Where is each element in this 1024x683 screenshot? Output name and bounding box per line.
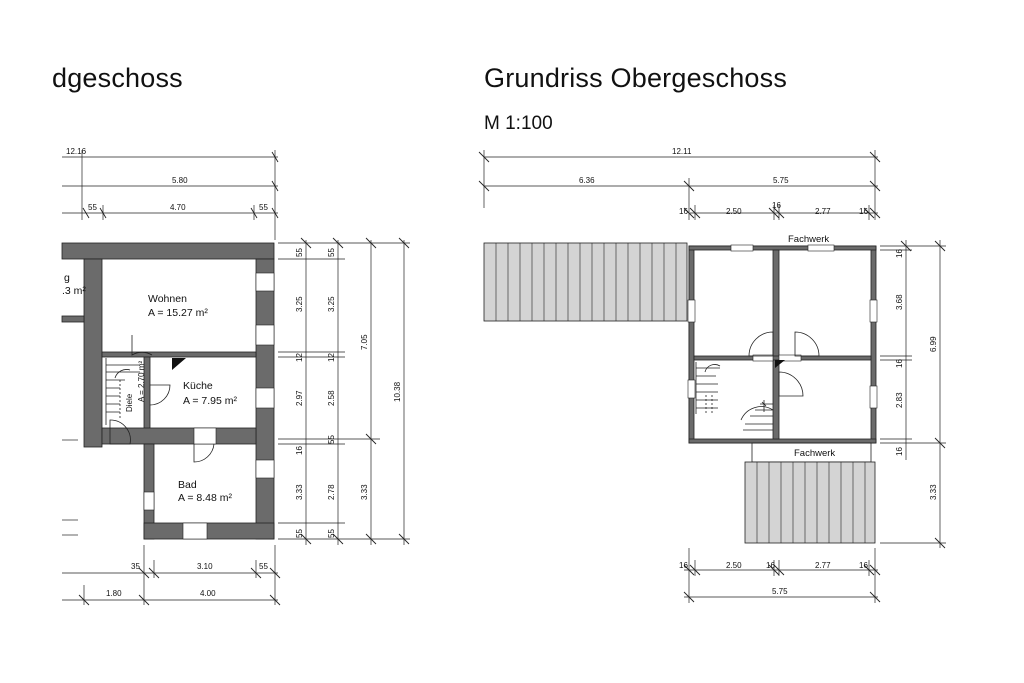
bdim-4-00: 4.00 bbox=[200, 589, 216, 598]
bdim-55: 55 bbox=[259, 562, 268, 571]
left-room-labels: g .3 m² Wohnen A = 15.27 m² Küche A = 7.… bbox=[62, 272, 237, 504]
vdim-l2-5: 2.78 bbox=[327, 484, 336, 500]
rvdim-3: 2.83 bbox=[895, 392, 904, 408]
vdim-l3-1: 3.33 bbox=[360, 484, 369, 500]
fachwerk-bottom-label: Fachwerk bbox=[794, 448, 835, 459]
room-partial-1: g bbox=[64, 272, 70, 284]
rvdim-6-99: 6.99 bbox=[929, 336, 938, 352]
right-dims-right: 16 3.68 16 2.83 16 6.99 3.33 bbox=[880, 240, 946, 549]
vdim-l3-0: 7.05 bbox=[360, 334, 369, 350]
rdim-6-36: 6.36 bbox=[579, 176, 595, 185]
roof-left bbox=[483, 242, 688, 322]
left-dims-right: 55 3.25 12 2.97 16 3.33 55 55 3.25 12 2.… bbox=[278, 237, 410, 545]
left-plan: 12.16 5.80 55 4.70 55 bbox=[61, 147, 410, 606]
vdim-l2-1: 3.25 bbox=[327, 296, 336, 312]
left-dims-bottom: 35 3.10 55 1.80 4.00 bbox=[62, 545, 281, 606]
rdim-top-b: 2.50 bbox=[726, 207, 742, 216]
vdim-l2-4: 55 bbox=[327, 435, 336, 444]
room-area-kueche: A = 7.95 m² bbox=[183, 395, 237, 407]
rbdim-c: 16 bbox=[766, 561, 775, 570]
room-name-diele: Diele bbox=[125, 393, 134, 412]
dim-left-5-80: 5.80 bbox=[172, 176, 188, 185]
room-area-wohnen: A = 15.27 m² bbox=[148, 307, 208, 319]
dim-left-4-70: 4.70 bbox=[170, 203, 186, 212]
dim-left-55c: 55 bbox=[259, 203, 268, 212]
bdim-1-80: 1.80 bbox=[106, 589, 122, 598]
right-fachwerk-bottom: Fachwerk bbox=[751, 442, 872, 463]
right-plan: 12.11 6.36 5.75 16 2.50 16 2.77 16 bbox=[478, 147, 946, 603]
rvdim-0: 16 bbox=[895, 249, 904, 258]
room-partial-2: .3 m² bbox=[62, 285, 86, 297]
room-name-bad: Bad bbox=[178, 479, 197, 491]
vdim-l2-3: 2.58 bbox=[327, 390, 336, 406]
rdim-5-75: 5.75 bbox=[773, 176, 789, 185]
rbdim-a: 16 bbox=[679, 561, 688, 570]
rdim-12-11: 12.11 bbox=[672, 147, 692, 156]
rvdim-1: 3.68 bbox=[895, 294, 904, 310]
rdim-top-e: 16 bbox=[859, 207, 868, 216]
rdim-top-a: 16 bbox=[679, 207, 688, 216]
rbdim-d: 2.77 bbox=[815, 561, 831, 570]
vdim-l1-3: 2.97 bbox=[295, 390, 304, 406]
vdim-l2-6: 55 bbox=[327, 529, 336, 538]
left-dims-top: 12.16 5.80 55 4.70 55 bbox=[62, 147, 279, 240]
vdim-l2-2: 12 bbox=[327, 353, 336, 362]
room-area-diele: A = 2.70 m² bbox=[137, 361, 146, 402]
dim-left-55a: 55 bbox=[88, 203, 97, 212]
scale-label: M 1:100 bbox=[484, 113, 553, 134]
left-plan-title: dgeschoss bbox=[52, 63, 183, 93]
right-doors bbox=[748, 331, 820, 397]
vdim-l2-0: 55 bbox=[327, 248, 336, 257]
vdim-l1-2: 12 bbox=[295, 353, 304, 362]
vdim-l1-6: 55 bbox=[295, 529, 304, 538]
rdim-top-d: 2.77 bbox=[815, 207, 831, 216]
vdim-l1-1: 3.25 bbox=[295, 296, 304, 312]
rvdim-2: 16 bbox=[895, 359, 904, 368]
right-dims-top: 12.11 6.36 5.75 16 2.50 16 2.77 16 bbox=[478, 147, 881, 220]
dim-left-12-16: 12.16 bbox=[66, 147, 87, 156]
rbdim-total: 5.75 bbox=[772, 587, 788, 596]
room-area-bad: A = 8.48 m² bbox=[178, 492, 232, 504]
rdim-top-c: 16 bbox=[772, 201, 781, 210]
right-dims-bottom: 16 2.50 16 2.77 16 5.75 bbox=[679, 548, 881, 603]
right-stair bbox=[695, 362, 774, 431]
rvdim-4: 16 bbox=[895, 447, 904, 456]
fachwerk-top-label: Fachwerk bbox=[788, 234, 829, 245]
bdim-3-10: 3.10 bbox=[197, 562, 213, 571]
roof-bottom bbox=[744, 461, 876, 544]
bdim-35: 35 bbox=[131, 562, 140, 571]
left-stair bbox=[105, 358, 140, 425]
vdim-l1-4: 16 bbox=[295, 446, 304, 455]
right-walls bbox=[687, 244, 878, 444]
vdim-l4-total: 10.38 bbox=[393, 381, 402, 402]
room-name-wohnen: Wohnen bbox=[148, 293, 187, 305]
rbdim-e: 16 bbox=[859, 561, 868, 570]
vdim-l1-0: 55 bbox=[295, 248, 304, 257]
rbdim-b: 2.50 bbox=[726, 561, 742, 570]
vdim-l1-5: 3.33 bbox=[295, 484, 304, 500]
left-doors bbox=[109, 335, 215, 463]
left-windows bbox=[143, 272, 275, 540]
rvdim-3-33: 3.33 bbox=[929, 484, 938, 500]
left-walls bbox=[61, 242, 275, 540]
right-plan-title: Grundriss Obergeschoss bbox=[484, 63, 788, 93]
room-name-kueche: Küche bbox=[183, 380, 213, 392]
